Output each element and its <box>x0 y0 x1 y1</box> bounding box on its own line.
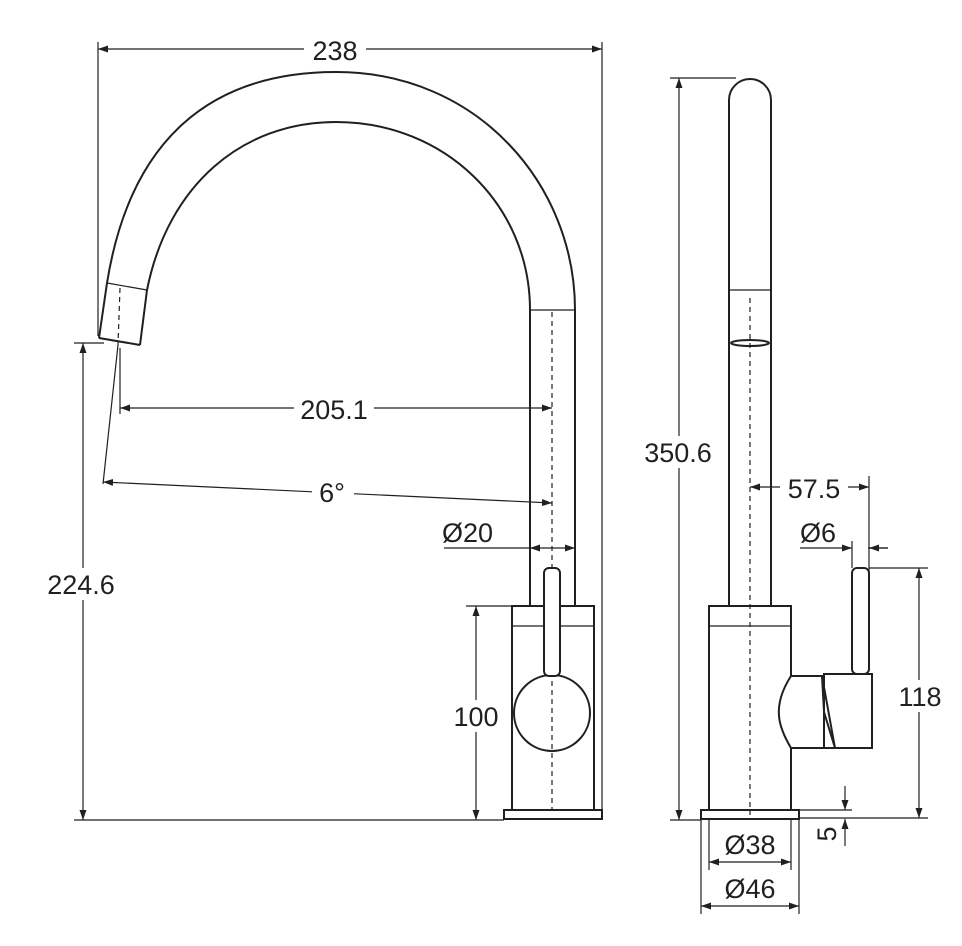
spout-aerator-line <box>106 282 148 291</box>
handle-diameter-label: Ø6 <box>800 518 836 548</box>
overall-reach-label: 238 <box>312 36 357 66</box>
side-handle-cap <box>823 673 873 749</box>
outlet-height-label: 224.6 <box>47 570 115 600</box>
spout-outlet <box>98 337 141 346</box>
spout-inner-edge <box>139 120 531 606</box>
body-diameter-label: Ø38 <box>724 830 775 860</box>
front-dimensions: 238 224.6 205.1 6° Ø20 100 <box>42 34 603 821</box>
total-height-label: 350.6 <box>644 438 712 468</box>
spout-diameter-label: Ø20 <box>442 518 493 548</box>
spout-reach-label: 205.1 <box>300 395 368 425</box>
side-handle-neck <box>777 675 837 749</box>
base-thickness-label: 5 <box>812 826 842 841</box>
handle-offset-label: 57.5 <box>788 474 841 504</box>
handle-lever <box>543 567 561 677</box>
base-diameter-label: Ø46 <box>724 874 775 904</box>
front-view <box>98 70 603 820</box>
side-view <box>700 78 873 820</box>
side-dimensions: 350.6 57.5 Ø6 118 5 Ø38 Ø46 <box>640 77 946 914</box>
spout-centerline <box>117 287 121 346</box>
handle-height-label: 118 <box>898 682 941 712</box>
base-plate <box>503 809 603 820</box>
spout-angle-label: 6° <box>319 478 345 508</box>
side-base-plate <box>700 809 800 820</box>
side-spout-tube <box>728 78 772 606</box>
side-handle-lever <box>851 567 870 675</box>
body-height-label: 100 <box>453 702 498 732</box>
spout-outer-edge <box>98 70 576 606</box>
